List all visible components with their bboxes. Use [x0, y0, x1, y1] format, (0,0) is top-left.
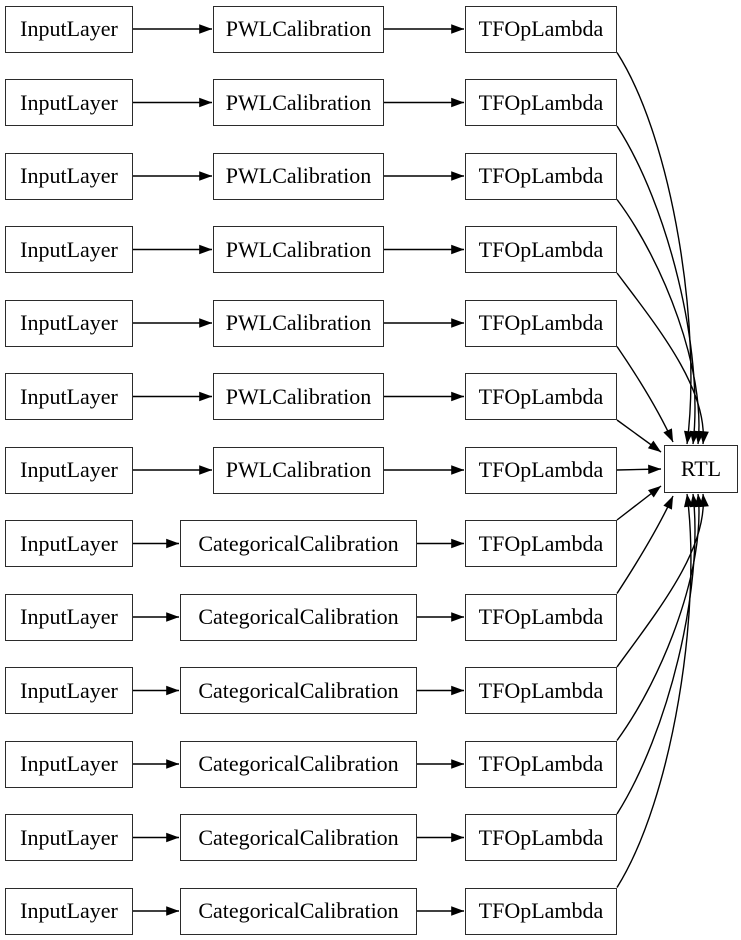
- edge-lambda-to-rtl-10: [616, 493, 709, 668]
- node-tfoplambda-13: TFOpLambda: [465, 887, 617, 935]
- node-inputlayer-12: InputLayer: [5, 814, 133, 861]
- node-calibration-1: PWLCalibration: [213, 5, 384, 53]
- edge-lambda-to-rtl-12: [616, 493, 700, 815]
- node-calibration-9: CategoricalCalibration: [180, 593, 417, 641]
- node-calibration-13: CategoricalCalibration: [180, 887, 417, 935]
- node-tfoplambda-5: TFOpLambda: [465, 299, 617, 347]
- edge-lambda-to-rtl-5: [616, 346, 674, 443]
- edge-lambda-to-rtl-13: [616, 493, 694, 888]
- node-inputlayer-9: InputLayer: [5, 593, 133, 641]
- edge-lambda-to-rtl-2: [616, 125, 700, 445]
- node-inputlayer-5: InputLayer: [5, 299, 133, 347]
- node-inputlayer-2: InputLayer: [5, 79, 133, 126]
- node-inputlayer-4: InputLayer: [5, 226, 133, 273]
- node-tfoplambda-6: TFOpLambda: [465, 373, 617, 420]
- edge-lambda-to-rtl-11: [616, 493, 705, 741]
- edge-lambda-to-rtl-8: [616, 485, 662, 521]
- node-inputlayer-7: InputLayer: [5, 446, 133, 494]
- node-inputlayer-8: InputLayer: [5, 520, 133, 567]
- node-tfoplambda-12: TFOpLambda: [465, 814, 617, 861]
- node-tfoplambda-1: TFOpLambda: [465, 5, 617, 53]
- node-calibration-8: CategoricalCalibration: [180, 520, 417, 567]
- node-inputlayer-10: InputLayer: [5, 667, 133, 714]
- node-tfoplambda-8: TFOpLambda: [465, 520, 617, 567]
- node-tfoplambda-10: TFOpLambda: [465, 667, 617, 714]
- node-inputlayer-6: InputLayer: [5, 373, 133, 420]
- edge-lambda-to-rtl-9: [616, 495, 674, 594]
- node-inputlayer-1: InputLayer: [5, 5, 133, 53]
- edge-lambda-to-rtl-7: [616, 464, 662, 474]
- edge-lambda-to-rtl-4: [616, 272, 709, 445]
- node-calibration-3: PWLCalibration: [213, 152, 384, 200]
- node-inputlayer-11: InputLayer: [5, 740, 133, 788]
- edge-lambda-to-rtl-1: [616, 52, 694, 445]
- edge-lambda-to-rtl-3: [616, 199, 705, 445]
- node-rtl: RTL: [664, 445, 738, 493]
- node-calibration-7: PWLCalibration: [213, 446, 384, 494]
- edge-lambda-to-rtl-6: [616, 419, 662, 453]
- node-calibration-6: PWLCalibration: [213, 373, 384, 420]
- node-tfoplambda-9: TFOpLambda: [465, 593, 617, 641]
- node-calibration-2: PWLCalibration: [213, 79, 384, 126]
- node-tfoplambda-7: TFOpLambda: [465, 446, 617, 494]
- node-inputlayer-13: InputLayer: [5, 887, 133, 935]
- node-tfoplambda-2: TFOpLambda: [465, 79, 617, 126]
- node-calibration-10: CategoricalCalibration: [180, 667, 417, 714]
- node-calibration-5: PWLCalibration: [213, 299, 384, 347]
- node-tfoplambda-4: TFOpLambda: [465, 226, 617, 273]
- node-calibration-4: PWLCalibration: [213, 226, 384, 273]
- node-tfoplambda-11: TFOpLambda: [465, 740, 617, 788]
- node-calibration-12: CategoricalCalibration: [180, 814, 417, 861]
- node-calibration-11: CategoricalCalibration: [180, 740, 417, 788]
- node-inputlayer-3: InputLayer: [5, 152, 133, 200]
- node-tfoplambda-3: TFOpLambda: [465, 152, 617, 200]
